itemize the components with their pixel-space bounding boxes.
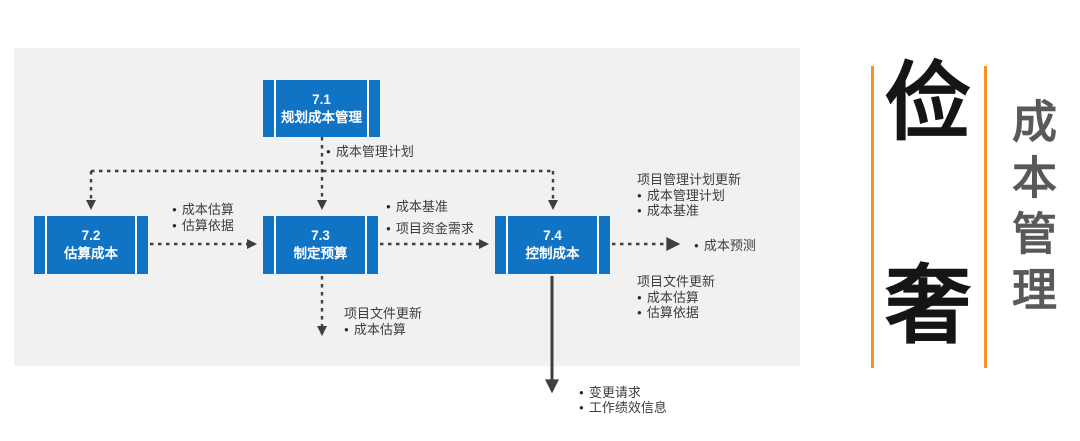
- label-7-3-outputs: 成本基准 项目资金需求: [386, 196, 474, 240]
- process-name: 规划成本管理: [281, 109, 362, 125]
- bullet-item: 成本管理计划: [326, 144, 414, 159]
- label-heading: 项目文件更新: [344, 306, 423, 321]
- label-heading: 项目管理计划更新: [637, 172, 742, 187]
- process-name: 控制成本: [525, 246, 580, 261]
- bullet-item: 工作绩效信息: [579, 400, 667, 415]
- process-name: 制定预算: [293, 246, 348, 261]
- bullet-item: 成本估算: [172, 202, 234, 218]
- bullet-item: 成本基准: [386, 196, 474, 218]
- process-id: 7.4: [543, 228, 562, 244]
- label-doc-updates-7-3: 项目文件更新 成本估算: [344, 306, 422, 337]
- process-box-7-1: 7.1 规划成本管理: [263, 80, 380, 137]
- bullet-item: 成本估算: [637, 290, 715, 306]
- accent-rule-left: [871, 66, 874, 368]
- process-box-7-4: 7.4 控制成本: [495, 216, 610, 274]
- process-box-7-3: 7.3 制定预算: [263, 216, 378, 274]
- process-id: 7.3: [311, 228, 330, 244]
- process-name: 估算成本: [64, 246, 118, 261]
- process-id: 7.1: [312, 91, 331, 107]
- label-bottom-outputs: 变更请求 工作绩效信息: [579, 385, 667, 415]
- process-id: 7.2: [81, 228, 101, 244]
- vertical-title: 成本管理: [1005, 98, 1056, 322]
- label-heading: 项目文件更新: [637, 274, 716, 289]
- label-cost-forecasts: 成本预测: [694, 238, 756, 253]
- accent-rule-right: [984, 66, 987, 368]
- headline-char-jian: 俭: [885, 55, 971, 151]
- bullet-item: 项目资金需求: [386, 218, 474, 240]
- bullet-item: 成本基准: [637, 203, 741, 219]
- label-7-2-outputs: 成本估算 估算依据: [172, 202, 234, 233]
- label-cost-management-plan: 成本管理计划: [326, 144, 414, 159]
- headline-char-she: 奢: [885, 258, 971, 354]
- bullet-item: 估算依据: [172, 218, 234, 234]
- label-doc-updates-7-4: 项目文件更新 成本估算 估算依据: [637, 274, 715, 321]
- bullet-item: 成本预测: [694, 238, 756, 253]
- bullet-item: 变更请求: [579, 385, 667, 400]
- label-plan-updates: 项目管理计划更新 成本管理计划 成本基准: [637, 172, 741, 219]
- bullet-item: 估算依据: [637, 305, 715, 321]
- bullet-item: 成本估算: [344, 322, 422, 338]
- process-box-7-2: 7.2 估算成本: [34, 216, 148, 274]
- bullet-item: 成本管理计划: [637, 188, 741, 204]
